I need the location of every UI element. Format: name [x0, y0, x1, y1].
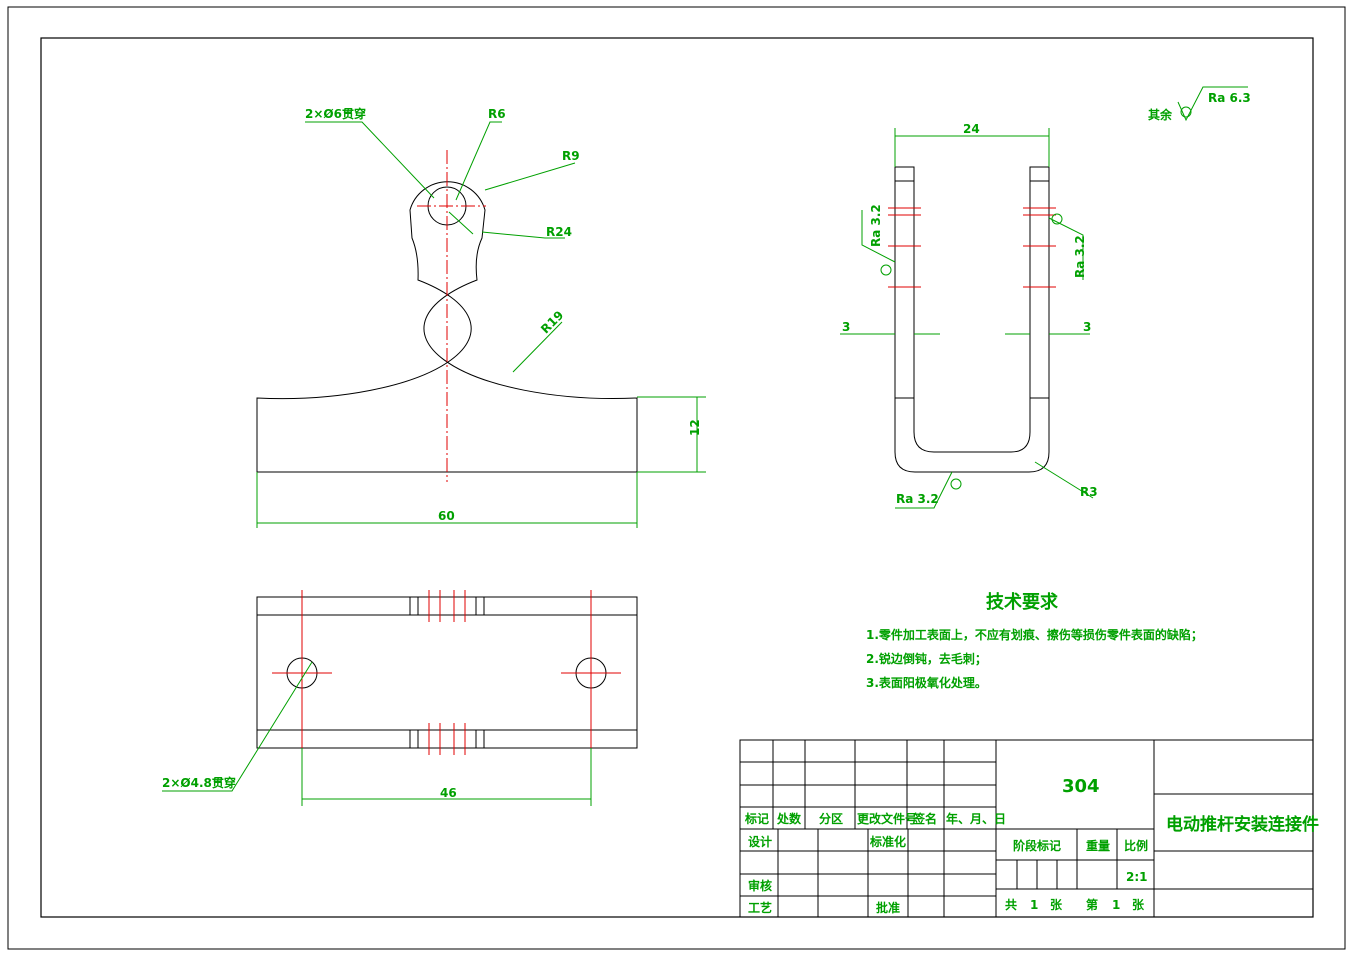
label-approve: 批准 — [876, 900, 900, 915]
side-roughness-bottom: Ra 3.2 — [896, 492, 939, 506]
rev-header-mark: 标记 — [744, 811, 769, 826]
rev-header-sign: 签名 — [912, 811, 937, 826]
label-scale: 比例 — [1124, 838, 1148, 853]
r24-callout: R24 — [546, 225, 572, 239]
sheet-total-suffix: 张 — [1050, 897, 1063, 912]
top-hole-callout: 2×Ø4.8贯穿 — [162, 775, 236, 790]
surface-finish-symbol — [1177, 86, 1248, 122]
side-view — [894, 166, 1050, 473]
outer-border — [7, 6, 1346, 950]
tech-requirements-title: 技术要求 — [986, 591, 1059, 613]
front-width-dim: 60 — [438, 509, 455, 523]
top-dimension-lines — [162, 661, 592, 806]
part-name: 电动推杆安装连接件 — [1166, 814, 1319, 835]
sheet-current: 1 — [1112, 898, 1120, 912]
label-stage: 阶段标记 — [1013, 838, 1061, 853]
sheet-total: 1 — [1030, 898, 1038, 912]
surface-finish-value: Ra 6.3 — [1208, 91, 1251, 105]
label-review: 审核 — [748, 878, 772, 893]
side-roughness-left: Ra 3.2 — [869, 204, 883, 247]
sheet-current-prefix: 第 — [1086, 897, 1098, 912]
sheet-current-suffix: 张 — [1132, 897, 1145, 912]
inner-frame — [40, 37, 1314, 918]
rev-header-date: 年、月、日 — [946, 811, 1006, 826]
side-width-dim: 24 — [963, 122, 980, 136]
r6-callout: R6 — [488, 107, 506, 121]
front-hole-callout: 2×Ø6贯穿 — [305, 106, 366, 121]
title-block-grid — [739, 739, 1314, 918]
top-spacing-dim: 46 — [440, 786, 457, 800]
side-dimension-lines — [840, 128, 1094, 509]
r3-callout: R3 — [1080, 485, 1098, 499]
label-standardize: 标准化 — [869, 834, 906, 849]
front-centerlines — [417, 150, 486, 482]
tech-requirement-1: 1.零件加工表面上，不应有划痕、擦伤等损伤零件表面的缺陷； — [866, 627, 1203, 642]
front-dimension-lines — [256, 121, 706, 528]
label-process: 工艺 — [748, 900, 772, 915]
tech-requirement-3: 3.表面阳极氧化处理。 — [866, 675, 987, 690]
side-centerlines — [888, 207, 1056, 288]
rev-header-zone: 分区 — [819, 811, 843, 826]
side-right-thickness-dim: 3 — [1083, 320, 1091, 334]
top-centerlines — [272, 590, 621, 755]
side-roughness-right: Ra 3.2 — [1073, 235, 1087, 278]
rev-header-doc: 更改文件号 — [857, 811, 917, 826]
r9-callout: R9 — [562, 149, 580, 163]
sheet-total-prefix: 共 — [1005, 897, 1017, 912]
rev-header-count: 处数 — [776, 811, 802, 826]
part-number: 304 — [1062, 776, 1100, 797]
tech-requirement-2: 2.锐边倒钝，去毛刺； — [866, 651, 987, 666]
front-view-outline — [256, 181, 638, 473]
front-height-dim: 12 — [688, 419, 702, 436]
side-left-thickness-dim: 3 — [842, 320, 850, 334]
label-design: 设计 — [748, 834, 772, 849]
r19-callout: R19 — [538, 308, 566, 336]
u-channel-outline — [894, 166, 1050, 473]
scale-value: 2:1 — [1126, 870, 1148, 884]
label-weight: 重量 — [1086, 838, 1110, 853]
surface-finish-label: 其余 — [1148, 107, 1173, 122]
